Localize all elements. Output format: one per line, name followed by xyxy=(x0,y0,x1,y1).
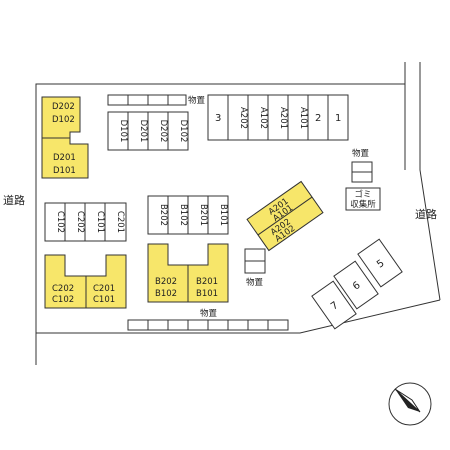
unit-b102: B102 xyxy=(155,289,177,299)
unit-top-a102: A102 xyxy=(258,107,268,129)
storage-top xyxy=(107,94,187,106)
b-row-units xyxy=(147,195,229,235)
storage-bottom xyxy=(127,319,289,331)
unit-d201: D201 xyxy=(53,153,76,163)
garbage-label-2: 収集所 xyxy=(350,199,376,210)
unit-row-d201: D201 xyxy=(138,120,148,143)
parking-space-6: 6 xyxy=(333,260,379,310)
garbage-label-1: ゴミ xyxy=(354,189,371,200)
road-edge-right xyxy=(419,62,441,301)
unit-row-c201: C201 xyxy=(115,211,125,233)
parking-space-5: 5 xyxy=(357,238,403,288)
unit-b201: B201 xyxy=(196,277,218,287)
unit-c102: C102 xyxy=(52,295,74,305)
unit-row-d101: D101 xyxy=(118,120,128,143)
unit-d102: D102 xyxy=(52,115,75,125)
unit-row-c101: C101 xyxy=(95,211,105,233)
unit-row-b101: B101 xyxy=(218,204,228,226)
svg-text:7: 7 xyxy=(329,300,341,313)
parking-space-7: 7 xyxy=(311,280,357,330)
unit-c202: C202 xyxy=(52,284,74,294)
garbage-collection xyxy=(345,187,381,211)
storage-label-top: 物置 xyxy=(188,95,206,106)
storage-label-middle: 物置 xyxy=(246,277,264,288)
north-arrow-icon xyxy=(388,382,432,426)
unit-c201: C201 xyxy=(93,284,115,294)
unit-top-a202: A202 xyxy=(238,107,248,129)
storage-label-right: 物置 xyxy=(352,148,370,159)
top-row-units xyxy=(207,94,349,141)
unit-row-c102: C102 xyxy=(55,211,65,233)
c-row-units xyxy=(44,202,127,242)
parking-3: 3 xyxy=(215,113,221,124)
unit-top-a201: A201 xyxy=(278,107,288,129)
storage-label-bottom: 物置 xyxy=(200,308,218,319)
d-row-units xyxy=(107,111,189,151)
unit-row-b201: B201 xyxy=(198,204,208,226)
unit-b202: B202 xyxy=(155,277,177,287)
unit-top-a101: A101 xyxy=(298,107,308,129)
unit-row-b202: B202 xyxy=(158,204,168,226)
unit-row-b102: B102 xyxy=(178,204,188,226)
unit-row-c202: C202 xyxy=(75,211,85,233)
parking-2: 2 xyxy=(315,113,321,124)
unit-d101: D101 xyxy=(53,166,76,176)
parking-1: 1 xyxy=(335,113,341,124)
property-boundary-bottom xyxy=(36,299,441,334)
unit-row-d102: D102 xyxy=(178,120,188,143)
building-a: A201 A101 A202 A102 xyxy=(246,180,324,252)
road-label-left: 道路 xyxy=(3,193,25,207)
unit-row-d202: D202 xyxy=(158,120,168,143)
unit-c101: C101 xyxy=(93,295,115,305)
road-label-right: 道路 xyxy=(415,207,437,221)
svg-text:6: 6 xyxy=(351,280,363,293)
unit-d202: D202 xyxy=(52,102,75,112)
unit-b101: B101 xyxy=(196,289,218,299)
svg-text:5: 5 xyxy=(375,258,387,271)
